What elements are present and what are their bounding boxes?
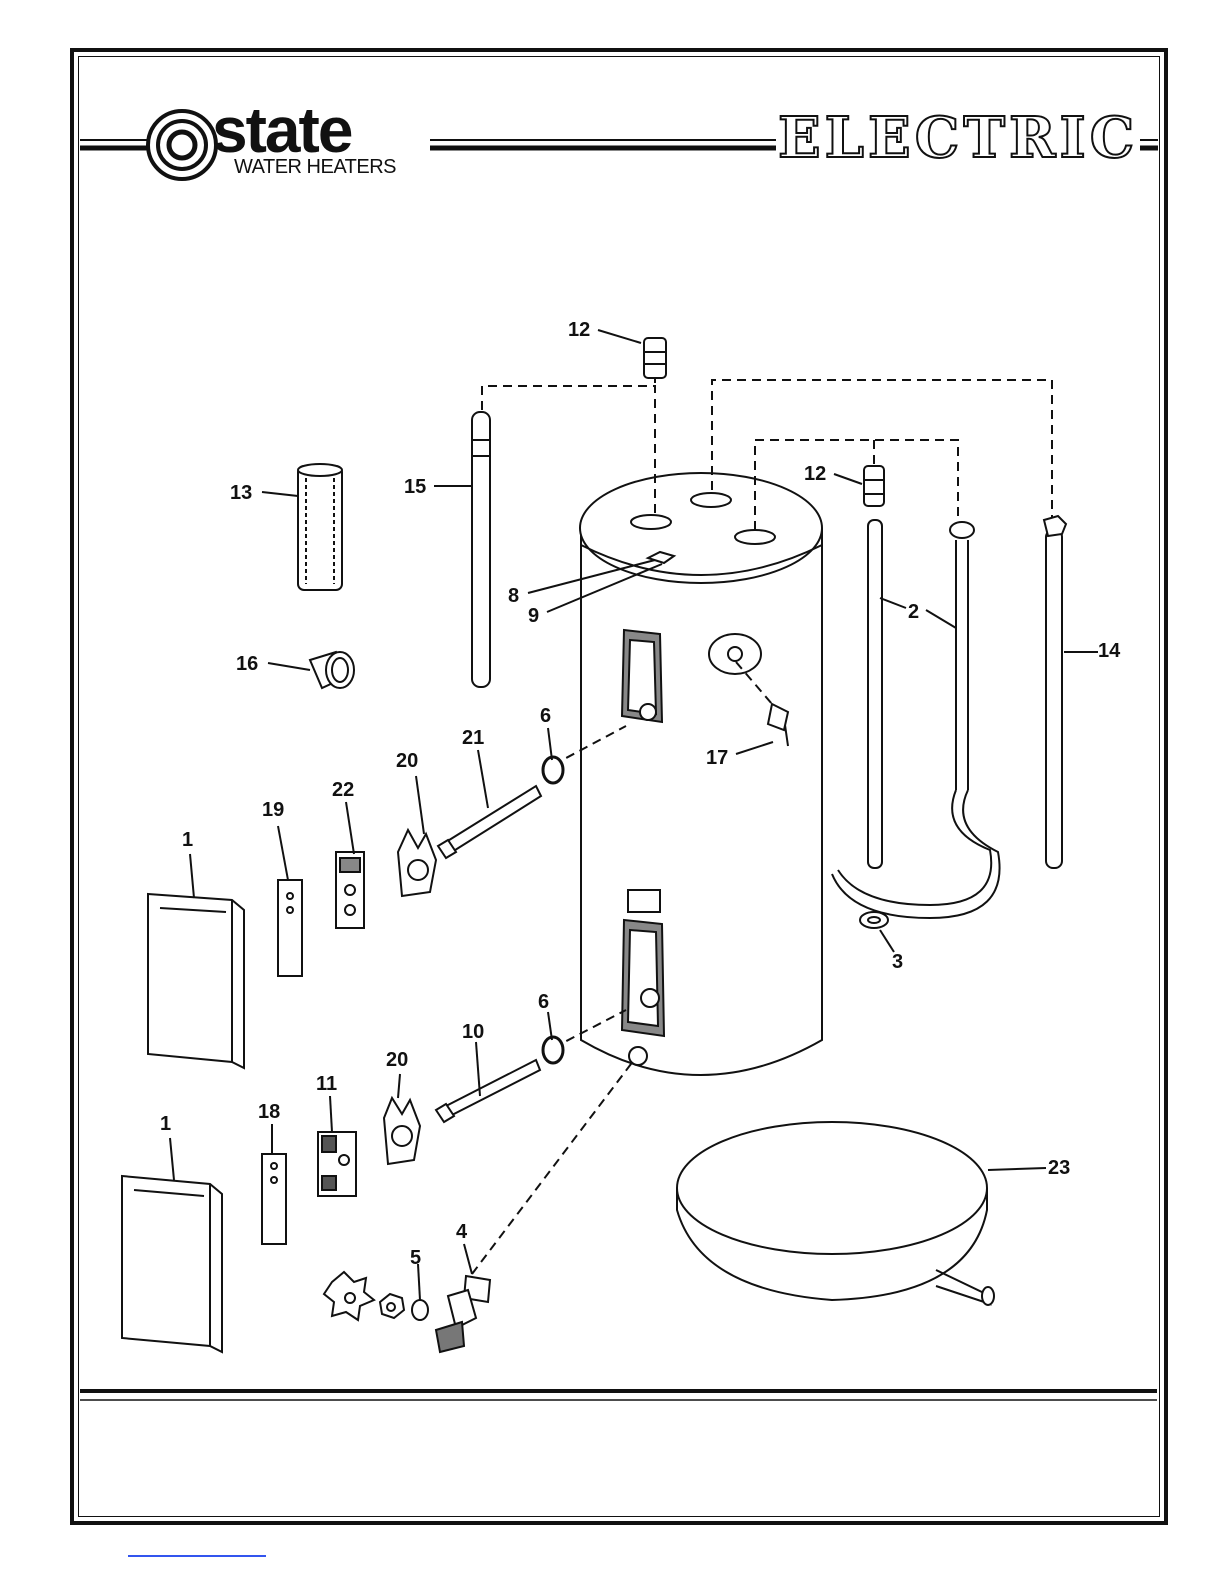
upper-access-opening — [622, 630, 662, 722]
part-nipple-right — [864, 466, 884, 506]
part-cover-upper — [148, 894, 244, 1068]
callout-label: 20 — [386, 1050, 408, 1070]
brand-logo-mark — [148, 111, 216, 179]
part-washer — [860, 912, 888, 928]
tank — [580, 473, 822, 1075]
callout-label: 15 — [404, 477, 426, 497]
callout-label: 12 — [804, 464, 826, 484]
footer-link-underline[interactable] — [128, 1555, 266, 1557]
part-element-upper — [438, 786, 541, 858]
callout-label: 23 — [1048, 1158, 1070, 1178]
part-drain-nut — [380, 1294, 404, 1318]
callout-label: 6 — [538, 992, 549, 1012]
callout-label: 6 — [540, 706, 551, 726]
callout-label: 3 — [892, 952, 903, 972]
callout-label: 5 — [410, 1248, 421, 1268]
part-tube — [298, 464, 342, 590]
part-element-lower — [436, 1060, 540, 1122]
part-drain-knob — [324, 1272, 374, 1320]
callout-label: 10 — [462, 1022, 484, 1042]
part-thermostat-lower — [318, 1132, 356, 1196]
callout-label: 2 — [908, 602, 919, 622]
callout-label: 17 — [706, 748, 728, 768]
callout-label: 22 — [332, 780, 354, 800]
callout-label: 1 — [182, 830, 193, 850]
part-bracket-upper — [398, 830, 436, 896]
callout-label: 9 — [528, 606, 539, 626]
part-cover-lower — [122, 1176, 222, 1352]
part-drain-valve — [436, 1276, 490, 1352]
callout-label: 16 — [236, 654, 258, 674]
part-gasket-lower — [543, 1037, 563, 1063]
callout-label: 14 — [1098, 641, 1120, 661]
callout-label: 18 — [258, 1102, 280, 1122]
part-rod-right — [1044, 516, 1066, 868]
callout-label: 4 — [456, 1222, 467, 1242]
part-insulation-lower — [262, 1154, 286, 1244]
brand-tagline: WATER HEATERS — [234, 157, 396, 177]
brand-name: state — [212, 98, 351, 162]
part-bracket-lower — [384, 1098, 420, 1164]
callout-label: 12 — [568, 320, 590, 340]
footer-rules — [80, 1391, 1157, 1400]
callout-label: 20 — [396, 751, 418, 771]
callout-label: 1 — [160, 1114, 171, 1134]
part-anode-rod — [472, 412, 490, 687]
part-drain-washer — [412, 1300, 428, 1320]
part-thermostat-upper — [336, 852, 364, 928]
part-drain-pan — [677, 1122, 994, 1305]
part-dip-tubes — [832, 520, 1000, 918]
callout-label: 11 — [316, 1074, 337, 1094]
part-nipple-top — [644, 338, 666, 378]
part-gasket-upper — [543, 757, 563, 783]
page-title: ELECTRIC — [778, 110, 1138, 166]
callout-label: 8 — [508, 586, 519, 606]
part-insulation-upper — [278, 880, 302, 976]
callout-label: 13 — [230, 483, 252, 503]
callout-label: 19 — [262, 800, 284, 820]
part-cap — [310, 652, 354, 688]
callout-label: 21 — [462, 728, 484, 748]
